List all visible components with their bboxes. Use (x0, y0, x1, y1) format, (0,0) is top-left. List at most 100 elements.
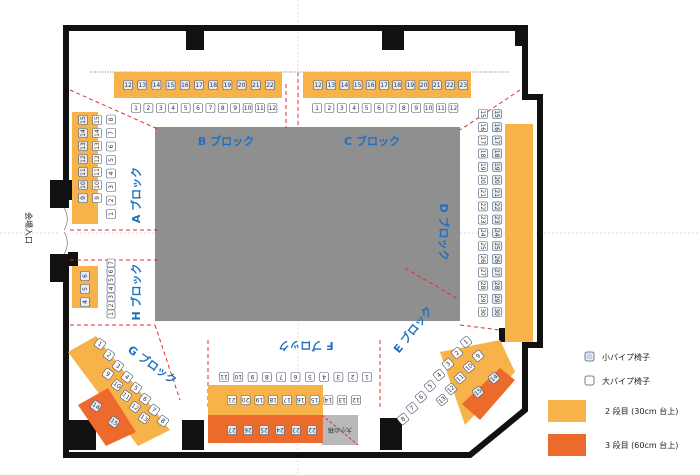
seat[interactable]: 15 (309, 395, 320, 405)
seat[interactable]: 14 (323, 395, 334, 405)
seat[interactable]: 27 (227, 425, 237, 435)
seat[interactable]: 4 (80, 297, 90, 307)
seat[interactable]: 1 (131, 103, 141, 113)
seat[interactable]: 23 (458, 80, 469, 90)
seat[interactable]: 13 (137, 80, 147, 90)
seat[interactable]: 11 (78, 167, 88, 177)
seat[interactable]: 22 (478, 201, 488, 212)
seat[interactable]: 21 (251, 80, 261, 90)
seat[interactable]: 11 (219, 372, 229, 382)
seat[interactable]: 26 (478, 254, 488, 265)
seat[interactable]: 7 (148, 404, 161, 417)
seat[interactable]: 13 (78, 141, 88, 151)
seat[interactable]: 3 (333, 372, 344, 382)
seat[interactable]: 7 (405, 401, 419, 415)
seat[interactable]: 18 (492, 148, 502, 159)
seat[interactable]: 22 (445, 80, 455, 90)
seat[interactable]: 16 (295, 395, 306, 405)
seat[interactable]: 12 (78, 154, 88, 164)
seat[interactable]: 16 (492, 122, 502, 132)
seat[interactable]: 4 (168, 103, 178, 113)
seat[interactable]: 5 (304, 372, 315, 382)
seat[interactable]: 5 (130, 382, 143, 395)
seat[interactable]: 4 (121, 371, 134, 384)
seat[interactable]: 12 (448, 103, 459, 113)
seat[interactable]: 18 (208, 80, 218, 90)
seat[interactable]: 2 (103, 349, 116, 362)
seat[interactable]: 1 (106, 209, 116, 219)
seat[interactable]: 9 (92, 193, 102, 203)
seat[interactable]: 5 (180, 103, 191, 113)
seat[interactable]: 23 (492, 214, 502, 225)
seat[interactable]: 8 (218, 103, 228, 113)
seat[interactable]: 20 (492, 175, 502, 185)
seat[interactable]: 8 (396, 412, 410, 426)
seat[interactable]: 13 (435, 393, 449, 407)
seat[interactable]: 11 (92, 167, 102, 177)
seat[interactable]: 3 (336, 103, 347, 113)
seat[interactable]: 15 (352, 80, 363, 90)
seat[interactable]: 20 (240, 395, 251, 405)
seat[interactable]: 6 (106, 141, 116, 152)
seat[interactable]: 29 (478, 293, 488, 304)
seat[interactable]: 9 (78, 193, 88, 203)
seat[interactable]: 15 (471, 385, 485, 399)
seat[interactable]: 10 (92, 180, 102, 190)
seat[interactable]: 25 (259, 425, 269, 435)
seat[interactable]: 6 (106, 267, 116, 276)
seat[interactable]: 5 (80, 284, 90, 294)
seat[interactable]: 15 (92, 115, 102, 125)
seat[interactable]: 13 (138, 412, 151, 425)
seat[interactable]: 20 (478, 175, 488, 185)
seat[interactable]: 6 (80, 271, 90, 281)
seat[interactable]: 5 (106, 275, 116, 285)
seat[interactable]: 7 (386, 103, 397, 113)
seat[interactable]: 9 (230, 103, 240, 113)
seat[interactable]: 12 (444, 382, 458, 396)
seat[interactable]: 25 (492, 241, 502, 251)
seat[interactable]: 14 (151, 80, 162, 90)
seat[interactable]: 7 (106, 258, 116, 268)
seat[interactable]: 9 (247, 372, 258, 382)
seat[interactable]: 1 (459, 335, 473, 349)
seat[interactable]: 17 (194, 80, 204, 90)
seat[interactable]: 5 (361, 103, 372, 113)
seat[interactable]: 28 (478, 280, 488, 291)
seat[interactable]: 10 (423, 103, 434, 113)
seat[interactable]: 2 (106, 301, 116, 310)
seat[interactable]: 10 (462, 360, 476, 374)
seat[interactable]: 3 (112, 360, 125, 373)
seat[interactable]: 16 (365, 80, 376, 90)
seat[interactable]: 11 (436, 103, 446, 113)
seat[interactable]: 19 (492, 162, 502, 172)
seat[interactable]: 3 (156, 103, 166, 113)
seat[interactable]: 10 (111, 379, 124, 392)
seat[interactable]: 4 (349, 103, 360, 113)
seat[interactable]: 10 (233, 372, 244, 382)
seat[interactable]: 2 (324, 103, 335, 113)
seat[interactable]: 15 (492, 109, 502, 119)
seat[interactable]: 19 (254, 395, 265, 405)
seat[interactable]: 11 (453, 371, 467, 385)
seat[interactable]: 17 (478, 135, 488, 146)
seat[interactable]: 14 (487, 371, 501, 385)
seat[interactable]: 2 (143, 103, 154, 113)
seat[interactable]: 7 (276, 372, 287, 382)
seat[interactable]: 12 (129, 401, 142, 414)
seat[interactable]: 9 (411, 103, 422, 113)
seat[interactable]: 21 (431, 80, 442, 90)
seat[interactable]: 6 (193, 103, 203, 113)
seat[interactable]: 8 (262, 372, 272, 382)
seat[interactable]: 3 (106, 182, 116, 192)
seat[interactable]: 4 (319, 372, 329, 382)
seat[interactable]: 24 (478, 228, 488, 238)
seat[interactable]: 8 (398, 103, 409, 113)
seat[interactable]: 19 (478, 162, 488, 172)
seat[interactable]: 18 (478, 148, 488, 159)
seat[interactable]: 2 (106, 195, 116, 206)
seat[interactable]: 4 (106, 168, 116, 179)
seat[interactable]: 28 (492, 280, 502, 291)
seat[interactable]: 4 (432, 368, 446, 382)
seat[interactable]: 21 (227, 395, 237, 405)
seat[interactable]: 6 (139, 393, 152, 406)
